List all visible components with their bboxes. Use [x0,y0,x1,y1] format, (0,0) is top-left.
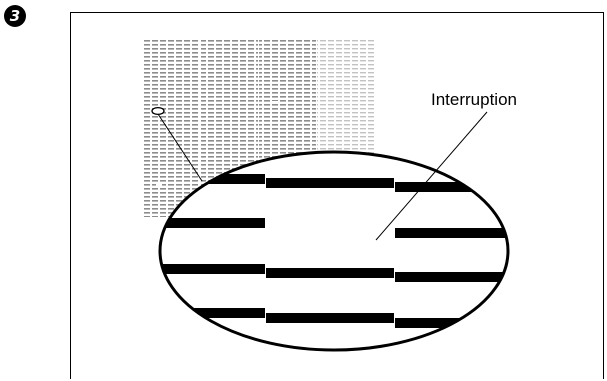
interruption-leader-line [375,111,488,241]
interruption-label: Interruption [431,90,517,109]
defect-marker-ellipse [151,106,165,116]
magnify-leader-line [157,113,203,182]
step-number-badge: 3 [4,5,26,27]
figure-frame [70,12,604,379]
magnified-view [158,150,510,352]
